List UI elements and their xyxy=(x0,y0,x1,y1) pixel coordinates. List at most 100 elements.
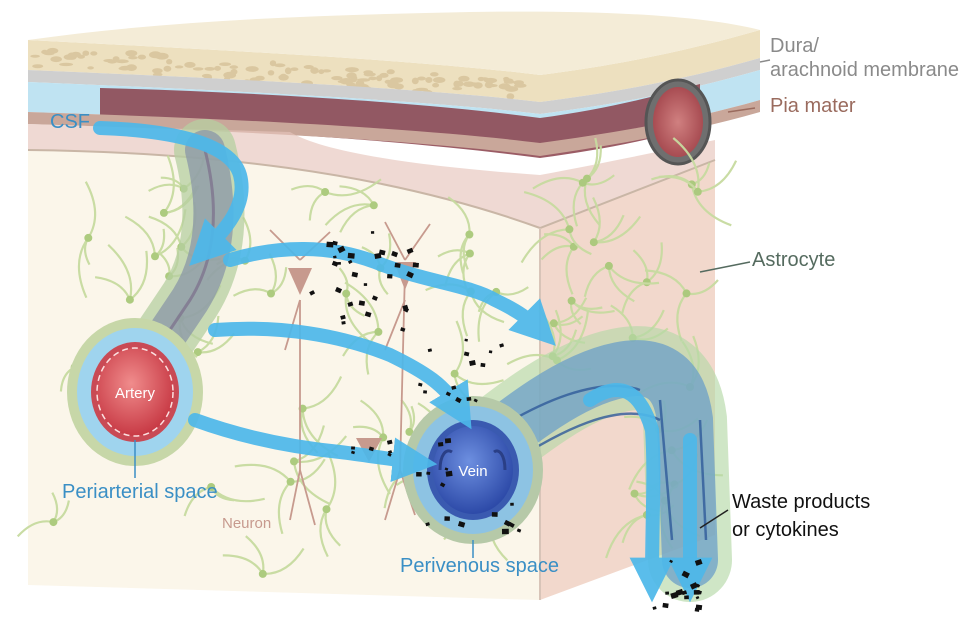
dura-cell xyxy=(126,64,137,71)
dura-cell xyxy=(290,67,298,71)
dura-cell xyxy=(138,55,146,60)
dura-cell xyxy=(246,66,259,72)
label-vein: Vein xyxy=(458,463,487,480)
waste-particle xyxy=(489,350,493,353)
dura-cell xyxy=(128,56,138,59)
dura-cell xyxy=(30,55,40,58)
dura-cell xyxy=(230,65,239,69)
dura-cell xyxy=(152,68,163,73)
astrocyte-body xyxy=(323,505,331,513)
dura-cell xyxy=(59,63,73,66)
astrocyte-body xyxy=(126,296,134,304)
waste-particle xyxy=(684,595,689,599)
dura-cell xyxy=(278,74,288,80)
waste-particle xyxy=(341,321,345,325)
astrocyte-body xyxy=(84,234,92,242)
astrocyte-body xyxy=(465,231,473,239)
dura-cell xyxy=(32,64,43,68)
waste-particle xyxy=(665,591,669,594)
waste-particle xyxy=(423,390,427,393)
dura-cell xyxy=(364,72,376,76)
dura-cell xyxy=(219,62,231,66)
dura-cell xyxy=(473,82,483,88)
astrocyte-body xyxy=(683,289,691,297)
dura-cell xyxy=(503,77,509,81)
astrocyte-body xyxy=(451,370,459,378)
astrocyte-body xyxy=(579,179,587,187)
dura-cell xyxy=(453,81,460,88)
label-waste-line2: or cytokines xyxy=(732,519,839,541)
dura-cell xyxy=(504,80,515,84)
waste-particle xyxy=(652,606,656,610)
label-artery: Artery xyxy=(115,385,156,402)
waste-particle xyxy=(348,253,355,259)
dura-cell xyxy=(393,84,404,90)
label-pia-mater: Pia mater xyxy=(770,95,856,117)
astrocyte-body xyxy=(643,278,651,286)
astrocyte-body xyxy=(568,297,576,305)
label-csf: CSF xyxy=(50,111,90,133)
waste-particle xyxy=(364,283,367,286)
astrocyte-body xyxy=(605,262,613,270)
astrocyte-body xyxy=(160,209,168,217)
dura-cell xyxy=(357,78,370,81)
dura-cell xyxy=(41,50,48,54)
waste-particle xyxy=(445,438,451,443)
dura-cell xyxy=(184,62,195,68)
waste-particle xyxy=(371,231,374,234)
dura-cell xyxy=(499,83,511,89)
dura-cell xyxy=(90,51,97,55)
dura-cell xyxy=(458,76,469,82)
astrocyte-body xyxy=(694,188,702,196)
dura-cell xyxy=(82,51,89,56)
astrocyte-body xyxy=(370,201,378,209)
dura-cell xyxy=(425,77,432,83)
waste-particle xyxy=(510,503,514,506)
astrocyte-body xyxy=(565,225,573,233)
waste-particle xyxy=(492,512,498,517)
dura-cell xyxy=(103,59,115,62)
waste-particle xyxy=(466,397,471,401)
dura-cell xyxy=(255,76,265,81)
dura-cell xyxy=(175,65,184,68)
dura-cell xyxy=(417,77,426,81)
dura-cell xyxy=(345,67,359,72)
dura-cell xyxy=(433,77,445,83)
dura-cell xyxy=(338,80,350,83)
waste-particle xyxy=(502,529,509,535)
waste-particle xyxy=(446,471,453,477)
dura-cell xyxy=(274,63,285,67)
label-waste-line1: Waste products xyxy=(732,491,870,513)
dura-cell xyxy=(485,84,498,87)
dura-cell xyxy=(50,56,62,62)
label-dura: Dura/ xyxy=(770,35,819,57)
dura-cell xyxy=(164,66,172,72)
waste-particle xyxy=(438,442,443,447)
waste-particle xyxy=(464,339,467,342)
astrocyte-body xyxy=(49,518,57,526)
label-periarterial-space: Periarterial space xyxy=(62,481,218,503)
label-perivenous-space: Perivenous space xyxy=(400,555,559,577)
waste-particle xyxy=(337,262,340,265)
waste-particle xyxy=(662,603,668,608)
dura-cell xyxy=(351,76,357,82)
dura-cell xyxy=(231,69,238,75)
dura-cell xyxy=(514,83,526,87)
waste-particle xyxy=(426,472,430,475)
astrocyte-body xyxy=(267,290,275,298)
dura-cell xyxy=(125,50,137,56)
label-arachnoid: arachnoid membrane xyxy=(770,59,959,81)
dura-cell xyxy=(484,78,497,83)
dura-cell xyxy=(310,67,318,74)
label-neuron: Neuron xyxy=(222,515,271,532)
astrocyte-body xyxy=(590,238,598,246)
label-astrocyte: Astrocyte xyxy=(752,249,835,271)
dura-cell xyxy=(478,77,485,81)
astrocyte-body xyxy=(321,188,329,196)
waste-particle xyxy=(444,516,450,521)
dura-cell xyxy=(214,66,221,71)
astrocyte-body xyxy=(151,252,159,260)
waste-particle xyxy=(416,472,422,476)
astrocyte-body xyxy=(466,250,474,258)
